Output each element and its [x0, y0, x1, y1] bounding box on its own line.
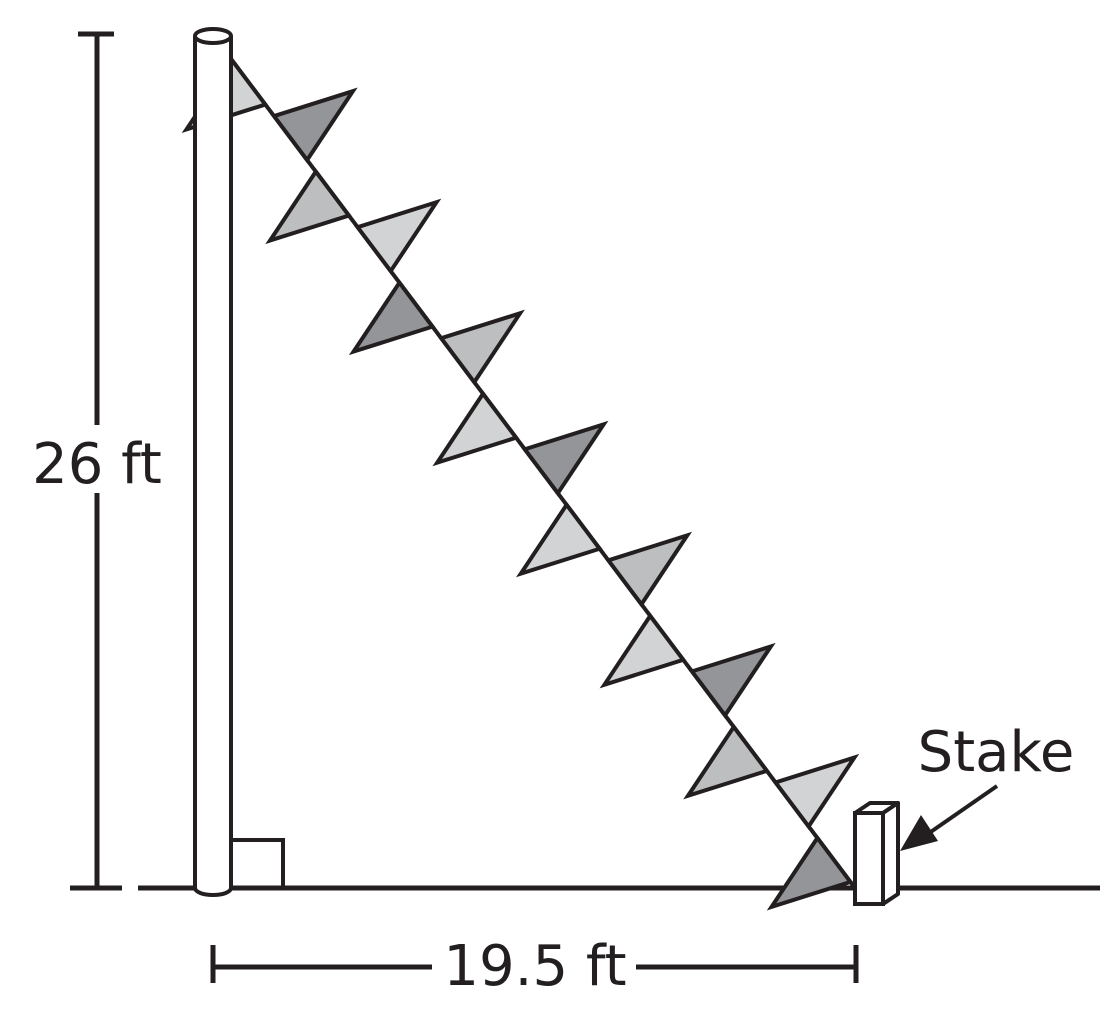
pennant-flag [348, 279, 436, 356]
pennant-flag [605, 531, 693, 608]
stake-arrow-shaft [920, 784, 999, 840]
pennant-flag [432, 390, 520, 467]
pennant-flag [354, 198, 442, 275]
pennant-flag [437, 309, 525, 386]
pole-body [193, 36, 233, 897]
pennant-flags [181, 57, 860, 911]
pennant-flag [772, 753, 860, 830]
distance-dimension: 19.5 ft [210, 934, 859, 999]
pennant-flag [270, 87, 358, 164]
pennant-flag [688, 642, 776, 719]
stake-side-face [881, 801, 900, 906]
pennant-flag [265, 168, 353, 245]
pole [193, 27, 233, 897]
height-label: 26 ft [32, 432, 162, 497]
pennant-flag [683, 723, 771, 800]
distance-label: 19.5 ft [443, 934, 626, 999]
pennant-flag [516, 501, 603, 578]
stake-arrow-head [900, 815, 938, 851]
height-dimension: 26 ft [32, 31, 162, 891]
pennant-flag [599, 612, 687, 689]
stake [853, 801, 900, 906]
pennant-flag [521, 420, 609, 497]
stake-label: Stake [918, 720, 1075, 785]
right-angle-mark [233, 838, 285, 888]
stake-callout: Stake [900, 720, 1074, 851]
pole-top [193, 27, 233, 45]
pennant-flag [766, 834, 854, 911]
stake-front-face [853, 811, 885, 906]
